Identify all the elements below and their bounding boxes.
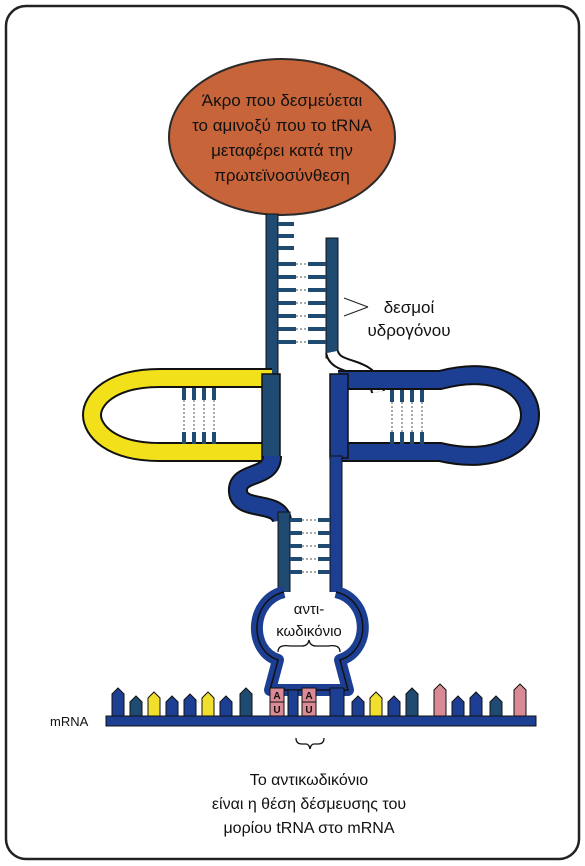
hydrogen-bonds-label-line-2: υδρογόνου	[367, 321, 450, 340]
caption-line-2: είναι η θέση δέσμευσης του	[212, 796, 406, 813]
amino-acid-end-bubble	[169, 59, 395, 215]
mrna-base	[370, 692, 382, 716]
mrna-base	[240, 688, 252, 716]
central-junction-left	[262, 374, 280, 458]
bubble-text-line-2: το αμινοξύ που το tRNA	[192, 116, 373, 135]
anticodon-label-line-2: κωδικόνιο	[276, 623, 342, 640]
bubble-text-line-1: Άκρο που δεσμεύεται	[202, 91, 363, 110]
anticodon-base-a: A	[273, 691, 280, 702]
acceptor-stem-right-strand	[326, 238, 338, 358]
mrna-backbone	[106, 716, 536, 726]
hydrogen-bonds-label-line-1: δεσμοί	[384, 298, 435, 317]
mrna-base	[202, 692, 214, 716]
caption-line-3: μορίου tRNA στο mRNA	[223, 820, 394, 837]
caption-line-1: Το αντικωδικόνιο	[250, 772, 369, 789]
anticodon-base-a-2: A	[305, 691, 312, 702]
mrna-base	[406, 688, 418, 716]
codon-base-u-2: U	[305, 705, 312, 716]
mrna-base	[434, 684, 446, 716]
mrna-base	[148, 692, 160, 716]
mrna-base	[514, 684, 526, 716]
bubble-text-line-3: μεταφέρει κατά την	[211, 141, 353, 160]
codon-base-u-1: U	[273, 705, 280, 716]
central-junction-right	[330, 374, 348, 458]
mrna-base	[470, 692, 482, 716]
mrna-base	[112, 688, 124, 716]
anticodon-label-line-1: αντι-	[294, 601, 324, 618]
acceptor-stem-left-strand	[266, 214, 278, 379]
anticodon-stem-left	[278, 512, 290, 594]
mrna-label: mRNA	[50, 714, 89, 729]
bubble-text-line-4: πρωτεϊνοσύνθεση	[214, 166, 350, 185]
anticodon-base	[330, 688, 344, 716]
anticodon-stem-right	[330, 456, 342, 594]
